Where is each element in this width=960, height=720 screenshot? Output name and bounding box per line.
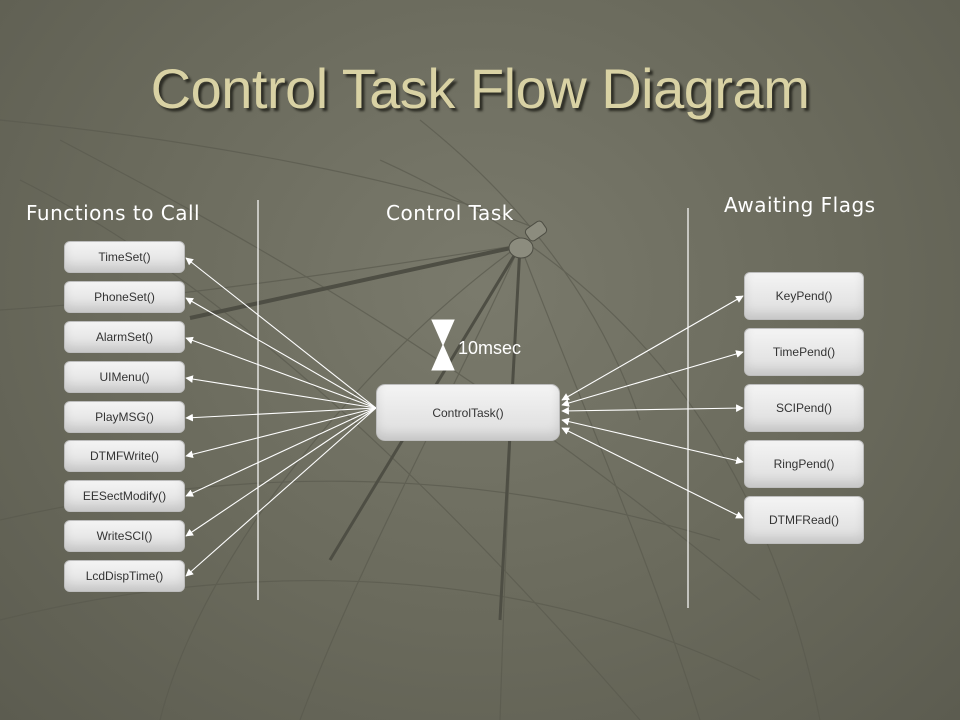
node-lcddisptime: LcdDispTime() (64, 560, 185, 592)
arrow-to-dtmfwrite (185, 407, 377, 459)
heading-awaiting-flags: Awaiting Flags (724, 193, 876, 217)
node-timeset: TimeSet() (64, 241, 185, 273)
arrow-to-alarmset (185, 336, 377, 409)
slide-title: Control Task Flow Diagram (150, 57, 810, 120)
node-dtmfread: DTMFRead() (744, 496, 864, 544)
node-phoneset: PhoneSet() (64, 281, 185, 313)
node-eesectmodify: EESectModify() (64, 480, 185, 512)
arrow-to-phoneset (185, 297, 377, 409)
arrow-timepend (561, 350, 744, 407)
node-ringpend: RingPend() (744, 440, 864, 488)
node-timepend: TimePend() (744, 328, 864, 376)
arrow-to-lcddisptime (185, 407, 377, 577)
node-dtmfwrite: DTMFWrite() (64, 440, 185, 472)
heading-control-task: Control Task (386, 201, 514, 225)
arrow-scipend (561, 404, 744, 415)
arrow-to-writesci (185, 407, 377, 537)
timer-label: 10msec (458, 338, 522, 358)
arrow-to-playmsg (185, 407, 377, 422)
heading-functions: Functions to Call (26, 201, 201, 225)
arrow-keypend (561, 295, 744, 401)
node-playmsg: PlayMSG() (64, 401, 185, 433)
node-scipend: SCIPend() (744, 384, 864, 432)
arrow-dtmfread (561, 427, 744, 519)
call-arrows (185, 257, 377, 577)
node-writesci: WriteSCI() (64, 520, 185, 552)
node-keypend: KeyPend() (744, 272, 864, 320)
arrow-to-timeset (185, 257, 377, 409)
node-controltask: ControlTask() (376, 384, 560, 441)
hourglass-icon (431, 319, 455, 371)
node-alarmset: AlarmSet() (64, 321, 185, 353)
arrow-to-uimenu (185, 375, 377, 409)
node-uimenu: UIMenu() (64, 361, 185, 393)
flag-arrows (561, 295, 744, 519)
arrow-to-eesectmodify (185, 407, 377, 497)
